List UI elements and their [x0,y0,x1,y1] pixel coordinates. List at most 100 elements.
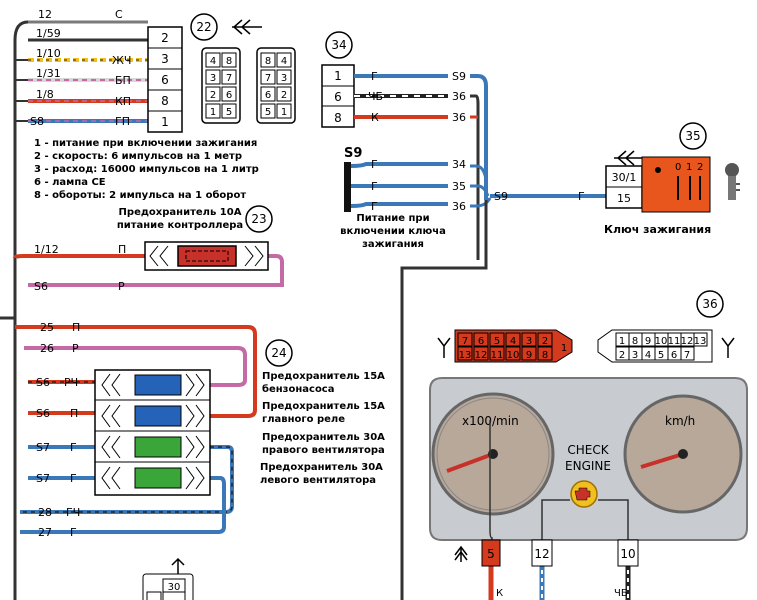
fuse23-wire-id-1: 1/12 [34,243,59,256]
fuse23-caption-2: питание контроллера [116,220,244,231]
fuse24-wires [15,325,257,534]
c22l-c: 3 [210,73,216,84]
pin-y-icon-right [721,337,735,358]
switch-contact-0 [655,167,661,173]
red-bot-6: 8 [542,350,548,361]
c34-pin-6: 6 [334,90,342,104]
f24-w2-id: 26 [40,342,54,355]
c34-pin-8: 8 [334,111,342,125]
cluster-pin-5-box [481,539,501,567]
connector-22-right [256,47,296,124]
wire-color-s8: ГП [115,115,130,128]
c35-pin-30-1: 30/1 [612,171,637,184]
c22l-b: 8 [226,56,232,67]
c22l-d: 7 [226,73,232,84]
pin-legend-2: 2 - скорость: 6 импульсов на 1 метр [34,151,243,162]
badge-34 [325,31,353,59]
wire-id-1-10: 1/10 [36,47,61,60]
fuse24-caption-3a: Предохранитель 30А [262,432,385,443]
cluster-pin-12: 12 [534,547,549,561]
f24-w5-color: Г [70,441,77,454]
fuse23-holder [144,241,269,271]
fuse24-holder [94,369,211,496]
ground-arrow-35 [614,150,644,166]
fuse24-caption-2: Предохранитель 15А главного реле [262,400,385,426]
fuse23-wire-id-2: S6 [34,280,48,293]
tachometer-needle [446,452,494,473]
c22r-c: 7 [265,73,271,84]
cluster-bottom-wires [488,420,631,600]
badge-24 [265,339,293,367]
key-icon [725,163,740,200]
badge-22-label: 22 [196,20,211,34]
c22r-d: 3 [281,73,287,84]
s9-w1-node: 34 [452,158,466,171]
s9-w3-node: 36 [452,200,466,213]
cluster-pin-5-color: К [496,588,503,599]
left-pin-1: 1 [161,115,169,129]
switch-contacts [677,176,701,200]
check-engine-line1: CHECK [567,443,609,457]
left-pin-8: 8 [161,94,169,108]
fuse24-caption-1b: бензонасоса [262,384,335,395]
c34-pin-1: 1 [334,69,342,83]
badge-23-label: 23 [251,212,266,226]
cluster-red-connector [454,329,573,363]
s9-label: S9 [344,146,362,161]
pin-y-icon-left [437,337,451,358]
red-bot-5: 9 [526,350,532,361]
white-top-6: 12 [681,336,694,347]
red-side: 1 [561,343,567,354]
bottom-connector [142,573,194,600]
cluster-pin-12-box [531,539,553,567]
left-pin-6: 6 [161,73,169,87]
red-bot-4: 10 [507,350,520,361]
wire-id-1-31: 1/31 [36,67,61,80]
white-bot-5: 6 [671,350,677,361]
connector-22-left [201,47,241,124]
white-bot-3: 4 [645,350,651,361]
c22r-f: 2 [281,90,287,101]
white-bot-1: 2 [619,350,625,361]
w34-node-8: 36 [452,111,466,124]
speedometer-needle [640,452,684,469]
fuse23-wire-pink [28,254,284,287]
left-connector-wires [15,20,148,123]
white-top-1: 1 [619,336,625,347]
badge-36-label: 36 [702,297,717,311]
wire-id-s8: S8 [30,115,44,128]
white-top-4: 10 [655,336,668,347]
white-bot-6: 7 [684,350,690,361]
f24-w5-id: S7 [36,441,50,454]
badge-35-label: 35 [685,129,700,143]
c22r-g: 5 [265,107,271,118]
s9-caption-2: включении ключа [340,226,446,237]
wire-id-1-8: 1/8 [36,88,54,101]
badge-24-label: 24 [271,346,286,360]
fuse23-caption-1: Предохранитель 10А [118,207,242,218]
fuse24-caption-1a: Предохранитель 15А [262,371,385,382]
badge-22 [190,13,218,41]
f24-w6-id: S7 [36,472,50,485]
badge-35 [679,122,707,150]
f24-w3-color: РЧ [64,376,78,389]
cluster-pin-5: 5 [487,547,495,561]
wire-color-1-10: ЖЧ [112,54,131,67]
connector-35 [605,165,643,209]
w34-node-1: S9 [452,70,466,83]
pin-legend-5: 8 - обороты: 2 импульса на 1 оборот [34,190,247,201]
white-bot-4: 5 [658,350,664,361]
s9-bar [344,162,351,212]
red-bot-1: 13 [459,350,472,361]
check-engine-line2: ENGINE [565,459,611,473]
white-top-7: 13 [694,336,707,347]
f24-w6-color: Г [70,472,77,485]
speedo-label: km/h [665,414,695,428]
wire-color-1-31: БП [115,74,131,87]
s9-w2-node: 35 [452,180,466,193]
switch-pos-2: 2 [697,162,703,173]
ignition-caption: Ключ зажигания [604,223,711,236]
s9-caption: Питание при включении ключа зажигания [338,212,448,251]
fuse24-caption-4b: левого вентилятора [260,475,377,486]
red-bot-2: 12 [475,350,488,361]
